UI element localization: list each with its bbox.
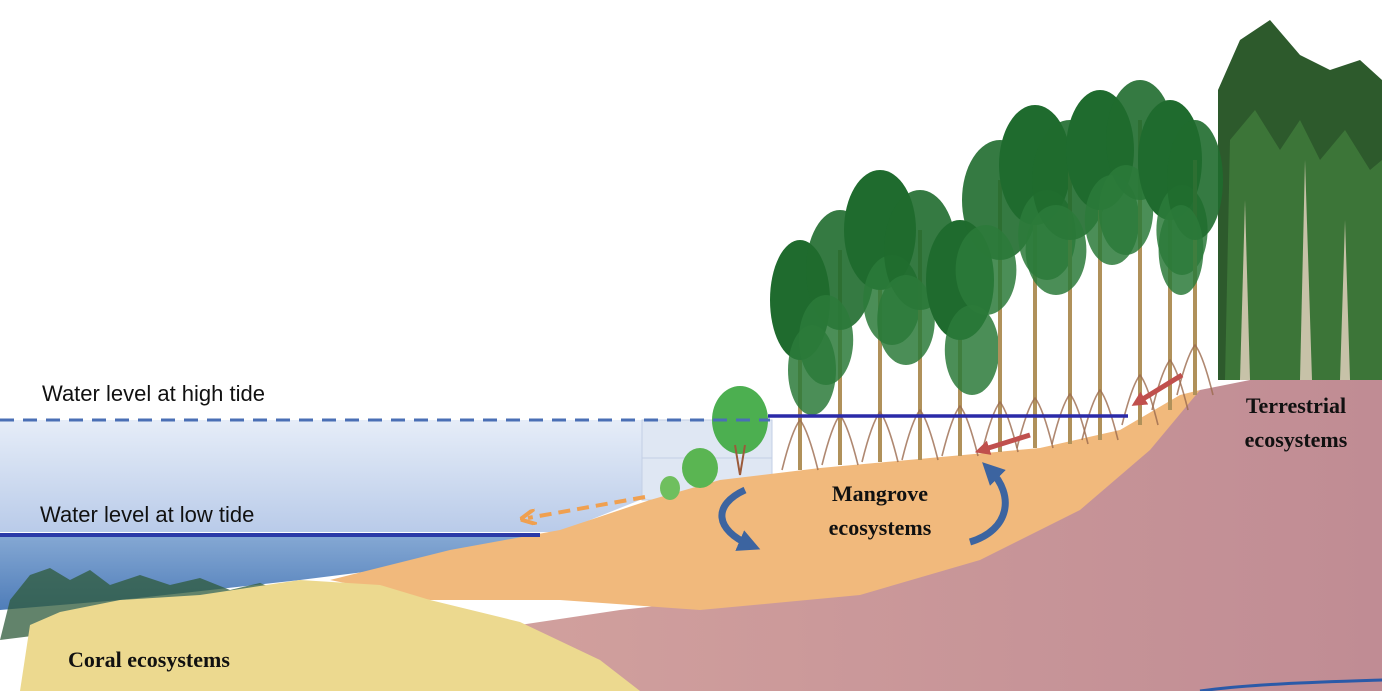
coral-zone bbox=[20, 580, 640, 691]
sea-high-tide-zone bbox=[0, 420, 770, 532]
terrestrial-ecosystems-label: Terrestrial ecosystems bbox=[1218, 389, 1374, 457]
prop-root bbox=[1081, 388, 1119, 441]
tree-canopy-lower bbox=[1098, 165, 1154, 255]
terrestrial-label-line2: ecosystems bbox=[1244, 427, 1348, 452]
tree-canopy-lower bbox=[1025, 205, 1087, 295]
tree-trunk bbox=[1068, 160, 1072, 444]
cycle-arrow-right bbox=[968, 462, 1009, 546]
tree-canopy-lower bbox=[1158, 205, 1204, 295]
prop-root bbox=[781, 418, 819, 471]
inflow-arrow-lower bbox=[974, 432, 1031, 455]
tree-canopy-lower bbox=[877, 275, 935, 365]
tree-trunk bbox=[1098, 130, 1102, 440]
tree-trunk bbox=[998, 180, 1002, 452]
prop-root bbox=[1051, 392, 1089, 445]
prop-root bbox=[1176, 343, 1214, 396]
tree-canopy-lower bbox=[944, 305, 1000, 395]
mangrove-label-line1: Mangrove bbox=[831, 481, 929, 506]
tree-trunk bbox=[1033, 145, 1037, 448]
mangrove-ecosystems-label: Mangrove ecosystems bbox=[800, 477, 960, 545]
mangrove-trees bbox=[770, 80, 1223, 470]
terrestrial-label-line1: Terrestrial bbox=[1245, 393, 1347, 418]
coral-ecosystems-label: Coral ecosystems bbox=[68, 647, 230, 672]
export-arrow bbox=[528, 495, 646, 518]
prop-root bbox=[901, 408, 939, 461]
prop-root bbox=[941, 404, 979, 457]
mangrove-substrate bbox=[330, 390, 1200, 610]
tree-canopy-lower bbox=[955, 225, 1017, 315]
mangrove-label-line2: ecosystems bbox=[828, 515, 932, 540]
prop-root bbox=[981, 400, 1019, 453]
prop-root bbox=[1016, 396, 1054, 449]
cycle-arrow-left bbox=[718, 486, 761, 551]
high-tide-label: Water level at high tide bbox=[42, 381, 265, 406]
inflow-arrow-upper bbox=[1131, 372, 1184, 406]
bottom-right-line bbox=[1199, 678, 1382, 691]
terrestrial-forest bbox=[1218, 20, 1382, 380]
terrestrial-soil bbox=[260, 372, 1382, 691]
tree-canopy-lower bbox=[798, 295, 854, 385]
low-tide-label: Water level at low tide bbox=[40, 502, 255, 527]
tree-trunk bbox=[1138, 120, 1142, 425]
prop-root bbox=[861, 410, 899, 463]
prop-root bbox=[1121, 373, 1159, 426]
